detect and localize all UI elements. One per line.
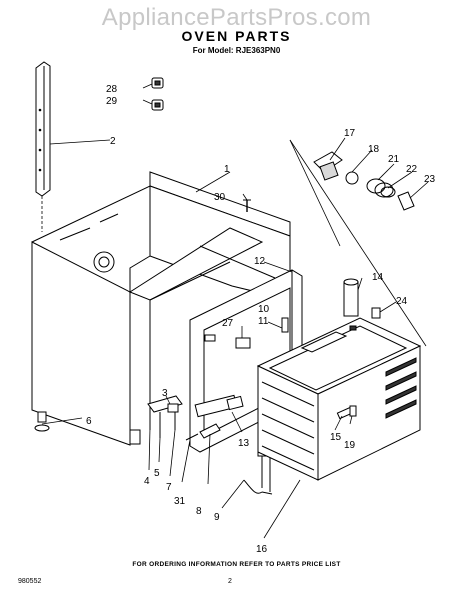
part-oven-liner [256, 317, 422, 481]
model-label: For Model: RJE363PN0 [192, 46, 281, 55]
callout-21: 21 [388, 154, 400, 165]
callout-8: 8 [196, 506, 202, 517]
part-cabinet [31, 171, 291, 446]
callout-3: 3 [162, 388, 168, 399]
callout-17: 17 [344, 128, 356, 139]
callout-2: 2 [110, 136, 116, 147]
part-side-trim [35, 61, 51, 232]
callout-7: 7 [166, 482, 172, 493]
callout-11: 11 [258, 316, 269, 327]
callout-14: 14 [372, 272, 384, 283]
part-leveling-leg [34, 411, 50, 432]
callout-9: 9 [214, 512, 220, 523]
callout-30: 30 [214, 192, 226, 203]
part-oven-light-assembly [313, 151, 415, 211]
ordering-info-note: FOR ORDERING INFORMATION REFER TO PARTS … [132, 561, 341, 568]
callout-13: 13 [238, 438, 250, 449]
callout-12: 12 [254, 256, 266, 267]
callout-labels: 1 2 3 4 5 6 7 8 9 10 11 12 13 14 15 16 1… [86, 84, 436, 555]
part-vent-tube [343, 278, 359, 317]
part-igniter [185, 423, 221, 441]
callout-18: 18 [368, 144, 380, 155]
callout-6: 6 [86, 416, 92, 427]
callout-4: 4 [144, 476, 150, 487]
page-title: OVEN PARTS [181, 28, 292, 44]
callout-28: 28 [106, 84, 118, 95]
part-burner-valve [147, 394, 244, 438]
part-light-bracket [336, 405, 357, 420]
document-number: 980552 [18, 578, 42, 585]
callout-16: 16 [256, 544, 268, 555]
callout-29: 29 [106, 96, 118, 107]
part-clip-24 [371, 307, 381, 319]
part-plug-29 [151, 99, 164, 111]
leader-lines [41, 83, 429, 539]
callout-19: 19 [344, 440, 356, 451]
callout-15: 15 [330, 432, 342, 443]
page-number: 2 [228, 578, 232, 585]
callout-27: 27 [222, 318, 234, 329]
watermark: AppliancePartsPros.com [101, 4, 372, 31]
callout-22: 22 [406, 164, 418, 175]
callout-10: 10 [258, 304, 270, 315]
callout-5: 5 [154, 468, 160, 479]
callout-31: 31 [174, 496, 186, 507]
callout-24: 24 [396, 296, 408, 307]
callout-1: 1 [224, 164, 230, 175]
part-plug-28 [151, 77, 164, 89]
callout-23: 23 [424, 174, 436, 185]
